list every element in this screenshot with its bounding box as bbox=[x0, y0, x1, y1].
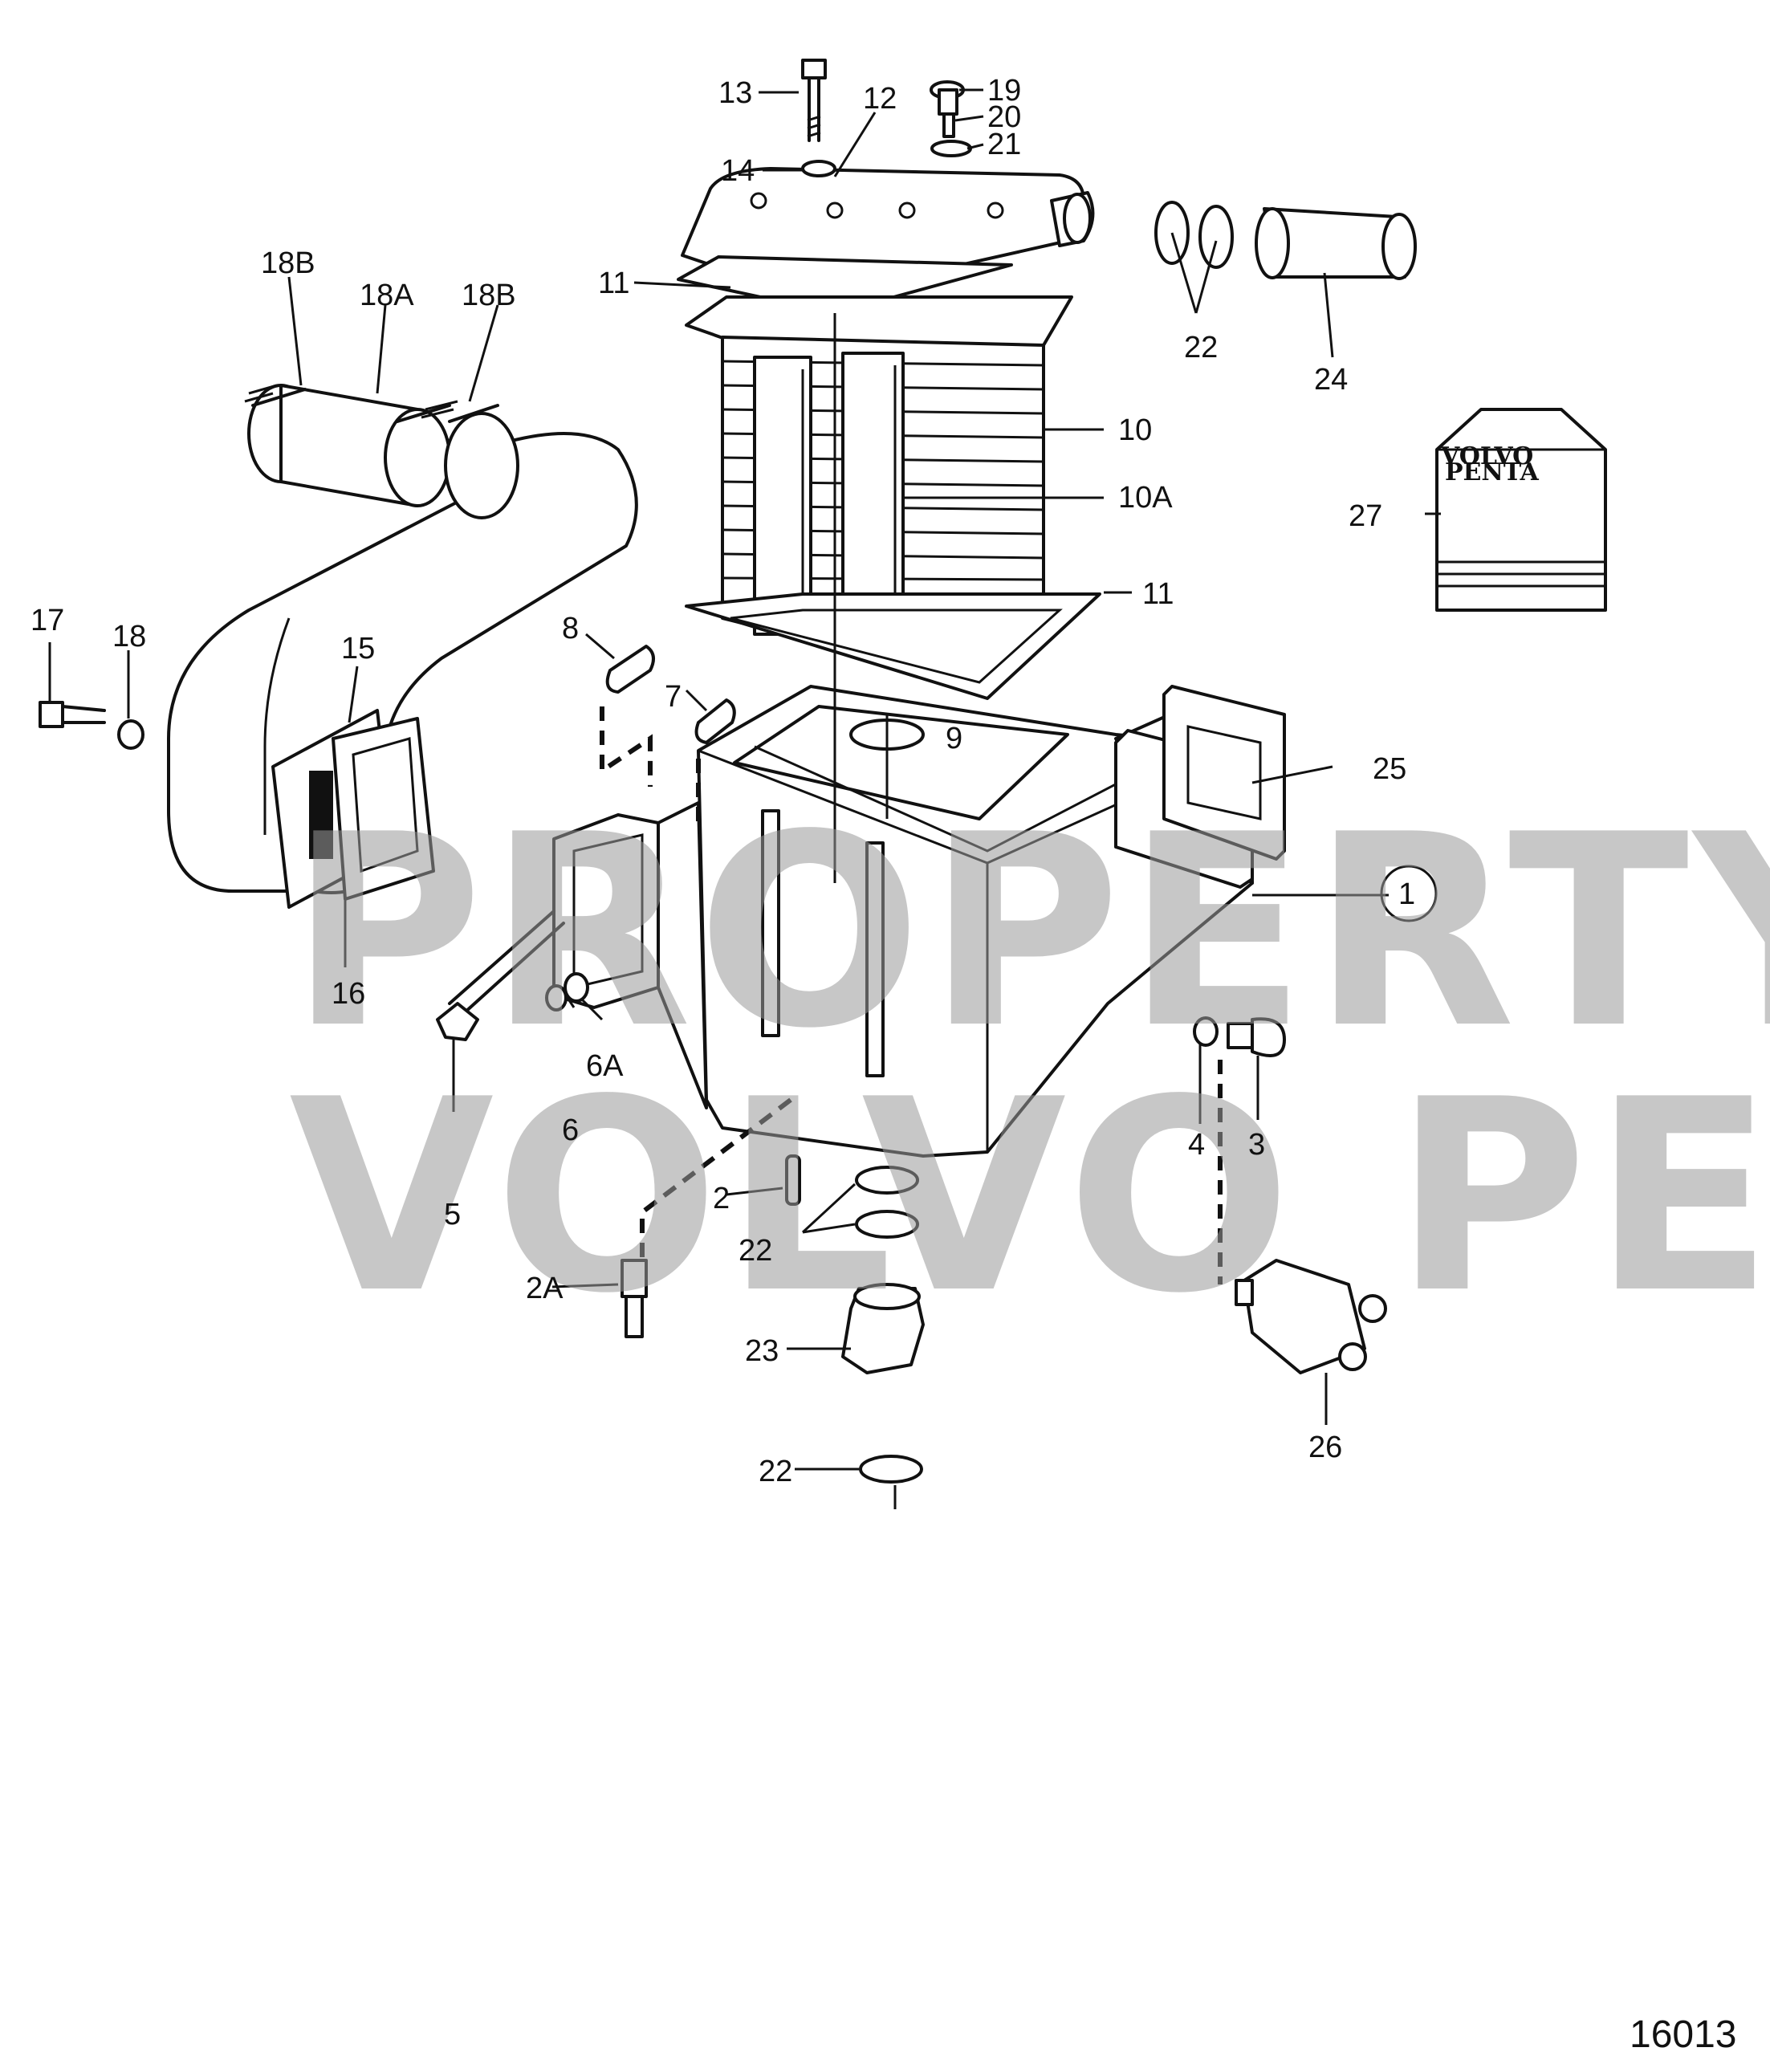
callout-18b-left: 18B bbox=[261, 246, 315, 280]
callout-6: 6 bbox=[562, 1113, 579, 1147]
bolt-5 bbox=[436, 910, 589, 1041]
callout-10: 10 bbox=[1118, 413, 1152, 447]
hose-and-clamps bbox=[244, 384, 519, 519]
callout-13: 13 bbox=[718, 76, 752, 110]
callout-14: 14 bbox=[721, 154, 755, 188]
gasket-11-bottom bbox=[685, 592, 1101, 700]
o-ring-22-b bbox=[855, 1210, 919, 1239]
callout-1-circle bbox=[1380, 865, 1438, 922]
callout-11-bottom: 11 bbox=[1142, 577, 1174, 611]
callout-22-mid: 22 bbox=[739, 1234, 772, 1268]
watermark-line2: VOLVO PENTA bbox=[289, 1043, 1770, 1351]
callout-11-top: 11 bbox=[598, 267, 629, 300]
manual-leaflet-27: VOLVO PENTA bbox=[1435, 408, 1607, 612]
flange-15-16 bbox=[271, 709, 435, 909]
callout-17: 17 bbox=[31, 604, 64, 637]
callout-26: 26 bbox=[1308, 1431, 1342, 1464]
sensor-26 bbox=[1235, 1259, 1387, 1374]
o-ring-22-bottom bbox=[859, 1455, 923, 1484]
callout-6a: 6A bbox=[586, 1049, 624, 1083]
watermark-line1: PROPERTY OF bbox=[289, 778, 1770, 1086]
callout-27: 27 bbox=[1349, 499, 1382, 533]
o-ring-22-top-b bbox=[1198, 205, 1234, 269]
callout-labels: 1 2 2A 3 4 5 6 6A 7 8 9 10 10A 11 11 12 … bbox=[31, 74, 1415, 1488]
plug-3 bbox=[1193, 1016, 1286, 1057]
o-ring-22-a bbox=[855, 1166, 919, 1195]
callout-22-top: 22 bbox=[1184, 331, 1218, 364]
callout-25: 25 bbox=[1373, 752, 1406, 786]
pipe-24 bbox=[1255, 207, 1417, 280]
cooler-core bbox=[685, 295, 1073, 640]
callout-23: 23 bbox=[745, 1334, 779, 1368]
sleeve-7 bbox=[694, 698, 736, 744]
callout-15: 15 bbox=[341, 632, 375, 666]
callout-21: 21 bbox=[987, 128, 1021, 161]
pin-2 bbox=[785, 1154, 801, 1206]
callout-5: 5 bbox=[444, 1198, 461, 1231]
callout-18: 18 bbox=[112, 620, 146, 653]
callout-1: 1 bbox=[1398, 877, 1415, 911]
bolt-13 bbox=[801, 59, 836, 177]
leaflet-brand-line2: PENTA bbox=[1445, 458, 1540, 486]
callout-2a: 2A bbox=[526, 1272, 564, 1305]
connector-23 bbox=[841, 1283, 925, 1374]
callout-8: 8 bbox=[562, 612, 579, 645]
callout-20: 20 bbox=[987, 100, 1021, 134]
flange-25 bbox=[1114, 685, 1286, 889]
callout-22-bottom: 22 bbox=[759, 1455, 792, 1488]
bolt-17 bbox=[39, 701, 144, 750]
callout-16: 16 bbox=[332, 977, 365, 1011]
callout-24: 24 bbox=[1314, 363, 1348, 397]
callout-12: 12 bbox=[863, 82, 897, 116]
callout-10a: 10A bbox=[1118, 481, 1173, 515]
side-flange bbox=[552, 801, 708, 1109]
callout-18a: 18A bbox=[360, 279, 414, 312]
callout-18b-right: 18B bbox=[462, 279, 516, 312]
callout-9: 9 bbox=[946, 722, 962, 755]
drawing-number: 16013 bbox=[1630, 2013, 1736, 2056]
sleeve-8 bbox=[605, 645, 655, 694]
leader-lines bbox=[48, 88, 1441, 1509]
callout-3: 3 bbox=[1248, 1128, 1265, 1162]
callout-7: 7 bbox=[665, 680, 682, 714]
leaflet-brand-line1: VOLVO bbox=[1440, 442, 1533, 470]
watermark: PROPERTY OF VOLVO PENTA bbox=[289, 778, 1770, 1351]
nipple-2A bbox=[621, 1259, 648, 1338]
callout-19: 19 bbox=[987, 74, 1021, 108]
callout-2: 2 bbox=[713, 1182, 730, 1215]
callout-4: 4 bbox=[1188, 1128, 1205, 1162]
